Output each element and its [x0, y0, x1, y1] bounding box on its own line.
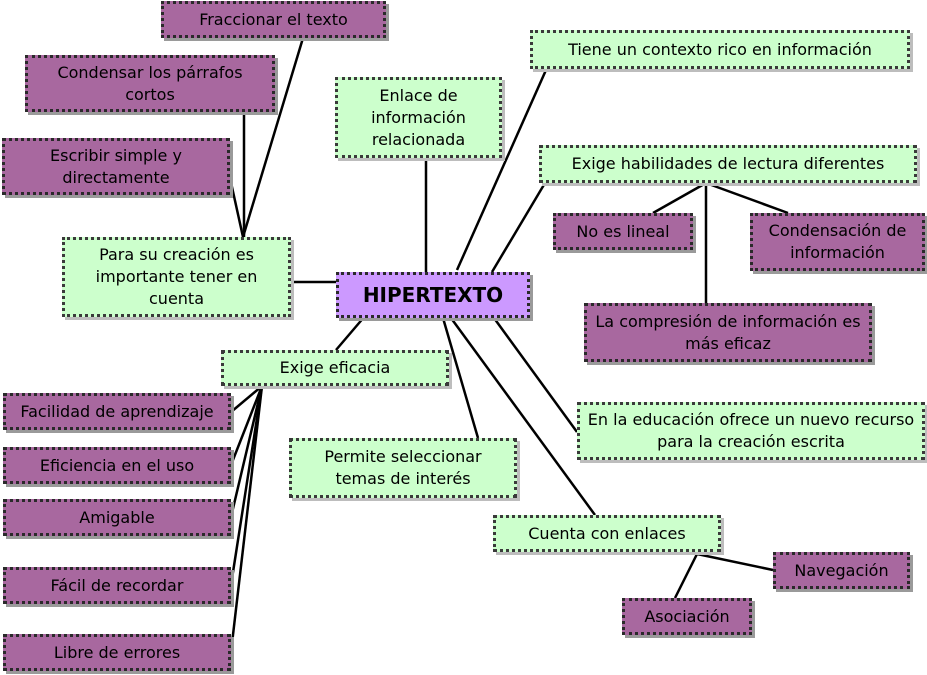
line-facilidad [230, 385, 263, 413]
line-libre-errores [229, 385, 264, 653]
line-educacion [492, 317, 579, 433]
line-amigable [229, 385, 264, 518]
line-asociacion [673, 553, 699, 599]
node-no-lineal: No es lineal [553, 213, 693, 250]
node-escribir: Escribir simple y directamente [2, 138, 230, 195]
node-contexto: Tiene un contexto rico en información [530, 30, 910, 69]
node-para-creacion: Para su creación es importante tener en … [62, 237, 291, 317]
line-enlaces [449, 317, 597, 516]
node-educacion: En la educación ofrece un nuevo recurso … [577, 402, 925, 460]
node-asociacion: Asociación [622, 598, 752, 635]
line-habilidades [490, 182, 547, 273]
node-hipertexto: HIPERTEXTO [336, 272, 530, 318]
line-fraccionar [241, 37, 305, 238]
line-facil-recordar [229, 385, 264, 586]
line-contexto [455, 69, 548, 271]
line-permite [441, 317, 480, 439]
line-eficacia [335, 315, 366, 351]
line-navegacion [696, 552, 774, 572]
line-no-lineal [652, 181, 707, 215]
line-condensacion [705, 181, 789, 215]
line-eficiencia [229, 385, 264, 466]
node-amigable: Amigable [3, 499, 231, 536]
node-condensacion: Condensación de información [750, 213, 925, 271]
node-eficiencia: Eficiencia en el uso [3, 447, 231, 484]
node-libre-errores: Libre de errores [3, 634, 231, 671]
node-habilidades: Exige habilidades de lectura diferentes [539, 145, 917, 183]
node-fraccionar: Fraccionar el texto [161, 1, 386, 38]
node-permite: Permite seleccionar temas de interés [289, 438, 517, 498]
node-enlace-informacion: Enlace de información relacionada [335, 77, 502, 158]
node-facilidad: Facilidad de aprendizaje [3, 393, 231, 430]
line-escribir [228, 177, 245, 238]
node-condensar: Condensar los párrafos cortos [25, 55, 275, 112]
node-navegacion: Navegación [773, 552, 910, 589]
node-enlaces: Cuenta con enlaces [493, 515, 721, 552]
node-facil-recordar: Fácil de recordar [3, 567, 231, 604]
node-exige-eficacia: Exige eficacia [221, 350, 449, 386]
node-comprension: La compresión de información es más efic… [584, 303, 872, 362]
